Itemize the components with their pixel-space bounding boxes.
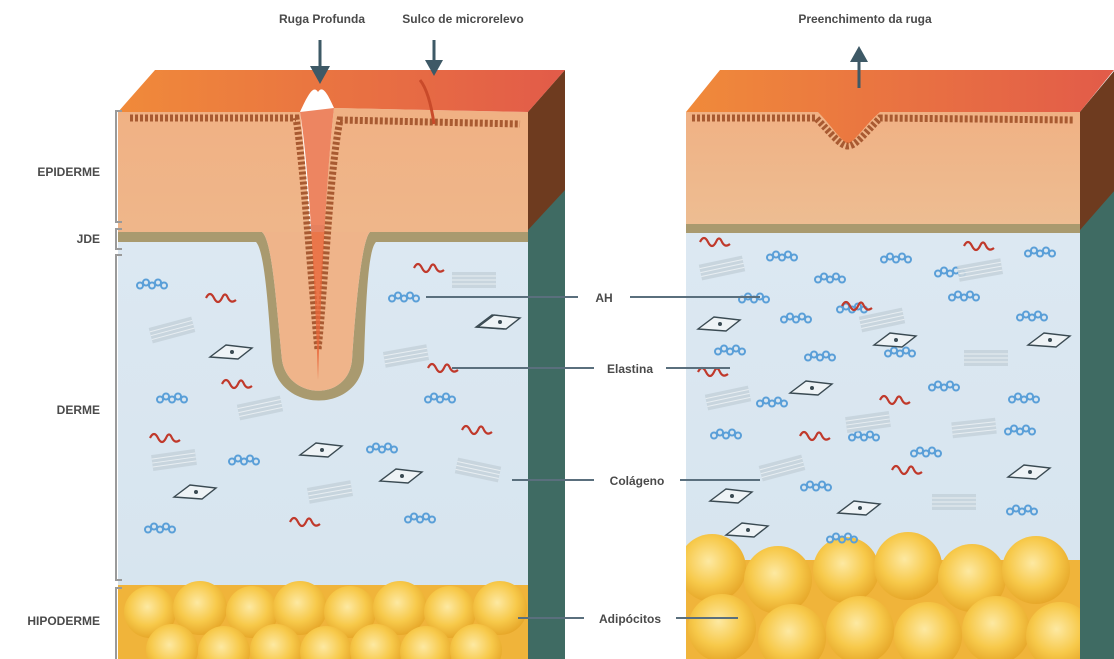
- dej-label: JDE: [77, 232, 100, 246]
- right-dej-band: [686, 224, 1080, 233]
- micro-groove-label: Sulco de microrelevo: [402, 12, 523, 26]
- collagen-label: Colágeno: [610, 474, 665, 488]
- ha-label: AH: [595, 291, 612, 305]
- right-skin-block: [678, 70, 1114, 659]
- collagen-bundle: [964, 350, 1008, 366]
- left-adipocytes: [118, 581, 528, 659]
- adipocytes-label: Adipócitos: [599, 612, 661, 626]
- epidermis-label: EPIDERME: [37, 165, 100, 179]
- elastin-label: Elastina: [607, 362, 653, 376]
- right-adipocytes: [678, 532, 1094, 659]
- collagen-bundle: [452, 272, 496, 288]
- wrinkle-filling-label: Preenchimento da ruga: [798, 12, 932, 26]
- dermis-label: DERME: [57, 403, 100, 417]
- hypodermis-label: HIPODERME: [27, 614, 100, 628]
- deep-wrinkle-label: Ruga Profunda: [279, 12, 365, 26]
- left-top-surface: [118, 70, 565, 112]
- right-epidermis: [686, 112, 1080, 224]
- collagen-bundle: [932, 494, 976, 510]
- left-skin-block: [118, 70, 565, 659]
